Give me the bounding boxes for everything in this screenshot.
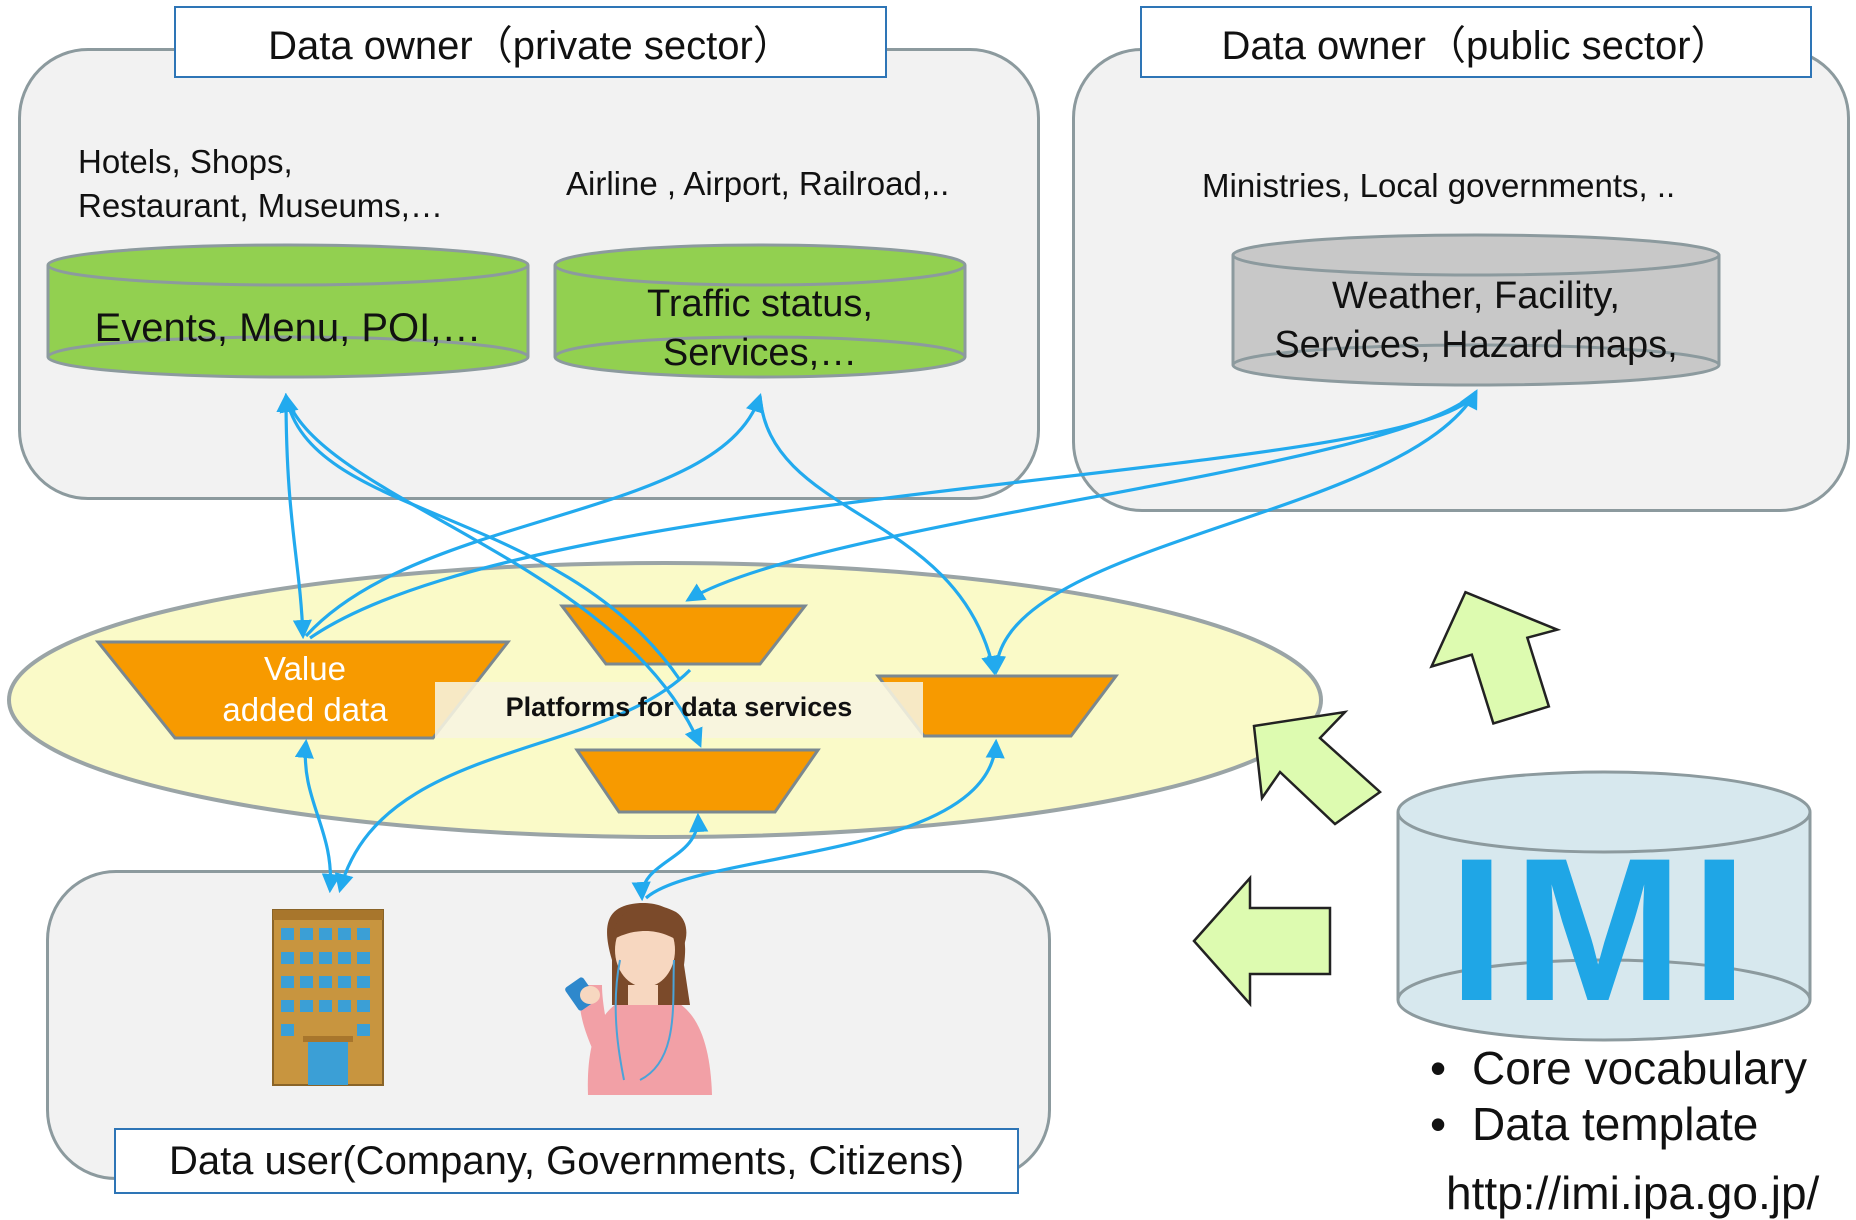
link-bottom-citizen [631, 812, 709, 902]
imi-bullet-item: Core vocabulary [1430, 1040, 1807, 1096]
imi-database [1396, 770, 1812, 1042]
private-db-events [46, 243, 530, 379]
imi-bullet-item: Data template [1430, 1096, 1807, 1152]
arrow-to-public-owner-icon [1429, 590, 1562, 725]
platform-label: Platforms for data services [505, 692, 853, 722]
db1-text: Events, Menu, POI,… [94, 306, 482, 350]
link-blocktop-company [334, 668, 692, 894]
platform-label-band [435, 682, 923, 738]
data-user-title: Data user(Company, Governments, Citizens… [114, 1128, 1019, 1194]
platform-block-bottom [574, 748, 821, 814]
private-group2-label: Airline , Airport, Railroad,.. [566, 165, 950, 202]
link-public-blocktop [685, 390, 1478, 602]
link-right-citizen [644, 738, 1005, 900]
arrow-to-platform-icon [1252, 710, 1382, 826]
private-owner-title: Data owner（private sector） [174, 6, 887, 78]
private-db-traffic [553, 243, 967, 379]
platform-block-top [558, 604, 809, 666]
link-db1-blockbottom [279, 392, 682, 681]
imi-url-link[interactable]: http://imi.ipa.go.jp/ [1446, 1167, 1820, 1219]
link-valueadded-company [294, 738, 341, 894]
imi-bullet-list: Core vocabulary Data template [1430, 1040, 1807, 1152]
arrow-to-data-user-icon [1192, 874, 1332, 1008]
office-building-icon [272, 909, 384, 1086]
public-db [1231, 233, 1721, 387]
private-group1-label: Hotels, Shops, Restaurant, Museums,… [78, 143, 443, 224]
platform-diagram: IMI [7, 233, 1812, 1095]
public-owner-title: Data owner（public sector） [1140, 6, 1812, 78]
public-owner-label: Ministries, Local governments, .. [1202, 167, 1676, 204]
imi-logo: IMI [1448, 816, 1755, 1044]
db2-text: Traffic status, Services,… [647, 283, 873, 375]
woman-with-smartphone-icon [565, 902, 712, 1095]
link-db1-valueadded [276, 392, 312, 640]
public-db-text: Weather, Facility, Services, Hazard maps… [1274, 275, 1678, 367]
link-public-blockright [986, 391, 1478, 676]
link-db2-valueadded [304, 392, 765, 638]
link-db2-blockright [758, 395, 1001, 676]
value-added-label: Value added data [222, 650, 388, 729]
value-added-data-block [94, 640, 512, 740]
